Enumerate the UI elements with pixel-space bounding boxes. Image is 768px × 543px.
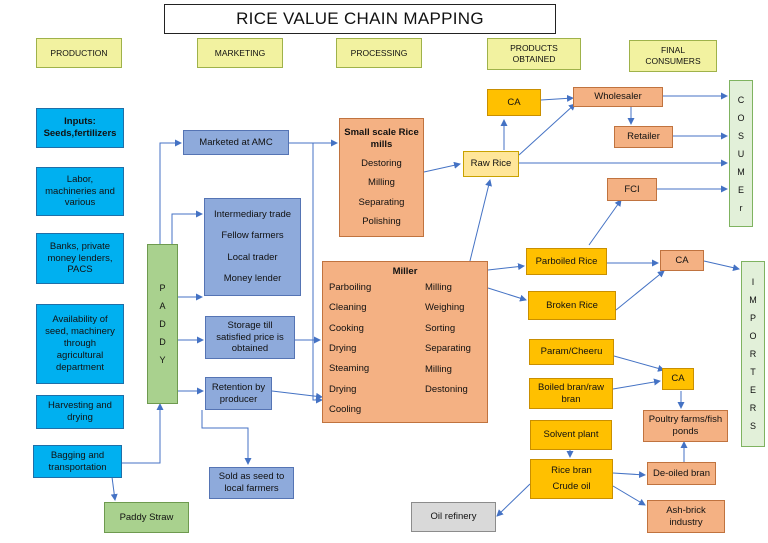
seed-sale-box: Sold as seed to local farmers xyxy=(209,467,294,499)
harvesting-box: Harvesting and drying xyxy=(36,395,124,429)
paddy-straw-box: Paddy Straw xyxy=(104,502,189,533)
miller-title: Miller xyxy=(392,266,418,277)
paddy-box: P A D D Y xyxy=(147,244,178,404)
deoiled-bran-box: De-oiled bran xyxy=(647,462,716,485)
oil-refinery-box: Oil refinery xyxy=(411,502,496,532)
ca-box-3: CA xyxy=(662,368,694,390)
importers-box: I M P O R T E R S xyxy=(741,261,765,447)
parboiled-rice-box: Parboiled Rice xyxy=(526,248,607,275)
small-mills-title: Small scale Rice mills xyxy=(344,127,419,151)
header-final-consumers: FINAL CONSUMERS xyxy=(629,40,717,72)
miller-box: Miller Parboiling Cleaning Cooking Dryin… xyxy=(322,261,488,423)
inputs-box: Inputs: Seeds,fertilizers xyxy=(36,108,124,148)
rice-bran-box: Rice bran Crude oil xyxy=(530,459,613,499)
marketed-amc-box: Marketed at AMC xyxy=(183,130,289,155)
solvent-plant-box: Solvent plant xyxy=(530,420,612,450)
header-processing: PROCESSING xyxy=(336,38,422,68)
page-title: RICE VALUE CHAIN MAPPING xyxy=(164,4,556,34)
ca-box-2: CA xyxy=(660,250,704,271)
labor-box: Labor, machineries and various xyxy=(36,167,124,216)
param-cheeru-box: Param/Cheeru xyxy=(529,339,614,365)
banks-box: Banks, private money lenders, PACS xyxy=(36,233,124,284)
ash-brick-box: Ash-brick industry xyxy=(647,500,725,533)
header-products-obtained: PRODUCTS OBTAINED xyxy=(487,38,581,70)
boiled-bran-box: Boiled bran/raw bran xyxy=(529,378,613,409)
title-text: RICE VALUE CHAIN MAPPING xyxy=(236,9,484,29)
raw-rice-box: Raw Rice xyxy=(463,151,519,177)
small-mills-box: Small scale Rice mills Destoring Milling… xyxy=(339,118,424,237)
bagging-box: Bagging and transportation xyxy=(33,445,122,478)
intermediary-box: Intermediary trade Fellow farmers Local … xyxy=(204,198,301,296)
header-production: PRODUCTION xyxy=(36,38,122,68)
consumer-box: C O S U M E r xyxy=(729,80,753,227)
retention-box: Retention by producer xyxy=(205,377,272,410)
poultry-box: Poultry farms/fish ponds xyxy=(643,410,728,442)
storage-box: Storage till satisfied price is obtained xyxy=(205,316,295,359)
ca-box-1: CA xyxy=(487,89,541,116)
broken-rice-box: Broken Rice xyxy=(528,291,616,320)
miller-left-steps: Parboiling Cleaning Cooking Drying Steam… xyxy=(329,282,372,416)
header-marketing: MARKETING xyxy=(197,38,283,68)
miller-right-steps: Milling Weighing Sorting Separating Mill… xyxy=(425,282,471,396)
wholesaler-box: Wholesaler xyxy=(573,87,663,107)
fci-box: FCI xyxy=(607,178,657,201)
retailer-box: Retailer xyxy=(614,126,673,148)
availability-box: Availability of seed, machinery through … xyxy=(36,304,124,384)
